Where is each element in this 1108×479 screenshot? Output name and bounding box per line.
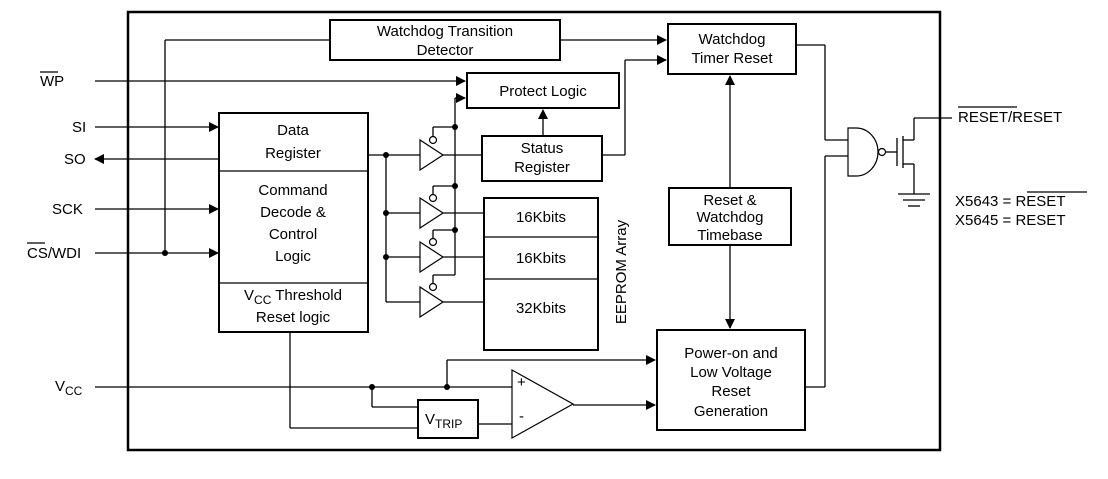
pin-wp: WP bbox=[40, 71, 466, 90]
svg-text:Detector: Detector bbox=[417, 42, 474, 59]
svg-text:Control: Control bbox=[269, 226, 317, 243]
svg-text:Reset &: Reset & bbox=[703, 192, 756, 209]
chip-outline bbox=[126, 10, 942, 452]
svg-text:Timer Reset: Timer Reset bbox=[691, 50, 773, 67]
svg-text:Data: Data bbox=[277, 122, 309, 139]
reset-output-pin: RESET/RESET bbox=[958, 106, 1062, 126]
pin-vcc: VCC bbox=[55, 378, 512, 398]
svg-text:Watchdog: Watchdog bbox=[697, 209, 764, 226]
eeprom-32k-block: 32Kbits bbox=[516, 300, 566, 317]
pin-wp-label: WP bbox=[40, 73, 64, 90]
svg-text:Low Voltage: Low Voltage bbox=[690, 364, 772, 381]
svg-text:VCC Threshold: VCC Threshold bbox=[244, 287, 342, 307]
pin-si-label: SI bbox=[72, 119, 86, 136]
comparator: + - bbox=[511, 368, 575, 440]
svg-text:Reset: Reset bbox=[711, 383, 751, 400]
pin-so-label: SO bbox=[64, 151, 86, 168]
reset-watchdog-timebase: Reset & Watchdog Timebase bbox=[668, 187, 792, 246]
svg-text:Timebase: Timebase bbox=[697, 227, 762, 244]
svg-text:Logic: Logic bbox=[275, 248, 311, 265]
pin-vcc-label: VCC bbox=[55, 378, 83, 398]
svg-text:Register: Register bbox=[514, 159, 570, 176]
status-register: Status Register bbox=[481, 135, 603, 182]
power-on-reset-generation: Power-on and Low Voltage Reset Generatio… bbox=[656, 329, 806, 431]
pin-cs-wdi: CS/WDI bbox=[27, 242, 219, 262]
note-x5643: X5643 = RESET bbox=[955, 193, 1065, 210]
svg-text:Register: Register bbox=[265, 145, 321, 162]
vtrip-reference: VTRIP bbox=[417, 399, 479, 439]
eeprom-16k-block-2: 16Kbits bbox=[516, 250, 566, 267]
pin-cs-label: CS/WDI bbox=[27, 245, 81, 262]
eeprom-array: 16Kbits 16Kbits 32Kbits EEPROM Array bbox=[483, 197, 630, 351]
svg-text:Status: Status bbox=[521, 140, 564, 157]
svg-text:Command: Command bbox=[258, 182, 327, 199]
pin-sck: SCK bbox=[52, 201, 219, 218]
svg-text:Watchdog Transition: Watchdog Transition bbox=[377, 23, 513, 40]
svg-text:RESET/RESET: RESET/RESET bbox=[958, 109, 1062, 126]
eeprom-16k-block-1: 16Kbits bbox=[516, 209, 566, 226]
buffer-16k-1 bbox=[386, 185, 484, 230]
note-x5645: X5645 = RESET bbox=[955, 212, 1065, 229]
pin-so: SO bbox=[64, 151, 218, 168]
svg-text:-: - bbox=[519, 408, 524, 425]
watchdog-timer-reset: Watchdog Timer Reset bbox=[667, 23, 797, 75]
buffer-32k bbox=[386, 274, 484, 319]
pin-sck-label: SCK bbox=[52, 201, 83, 218]
svg-text:Power-on and: Power-on and bbox=[684, 345, 777, 362]
eeprom-array-label: EEPROM Array bbox=[613, 219, 630, 324]
vcc-threshold-reset-logic: VCC Threshold Reset logic bbox=[244, 287, 342, 326]
svg-text:Protect Logic: Protect Logic bbox=[499, 83, 587, 100]
pin-si: SI bbox=[72, 119, 219, 136]
output-transistor bbox=[886, 117, 952, 207]
svg-text:Watchdog: Watchdog bbox=[699, 31, 766, 48]
control-block bbox=[218, 112, 369, 333]
command-decode-logic: Command Decode & Control Logic bbox=[258, 182, 327, 265]
svg-text:Reset logic: Reset logic bbox=[256, 309, 331, 326]
svg-text:Generation: Generation bbox=[694, 403, 768, 420]
svg-text:+: + bbox=[517, 374, 526, 391]
buffer-status bbox=[419, 126, 482, 172]
svg-text:Decode &: Decode & bbox=[260, 204, 326, 221]
buffer-16k-2 bbox=[386, 229, 484, 274]
protect-logic: Protect Logic bbox=[466, 72, 620, 109]
device-notes: X5643 = RESET X5645 = RESET bbox=[955, 191, 1087, 229]
svg-text:VTRIP: VTRIP bbox=[425, 411, 462, 431]
data-register: Data Register bbox=[265, 122, 321, 162]
output-and-gate bbox=[847, 127, 887, 177]
watchdog-transition-detector: Watchdog Transition Detector bbox=[329, 19, 561, 61]
